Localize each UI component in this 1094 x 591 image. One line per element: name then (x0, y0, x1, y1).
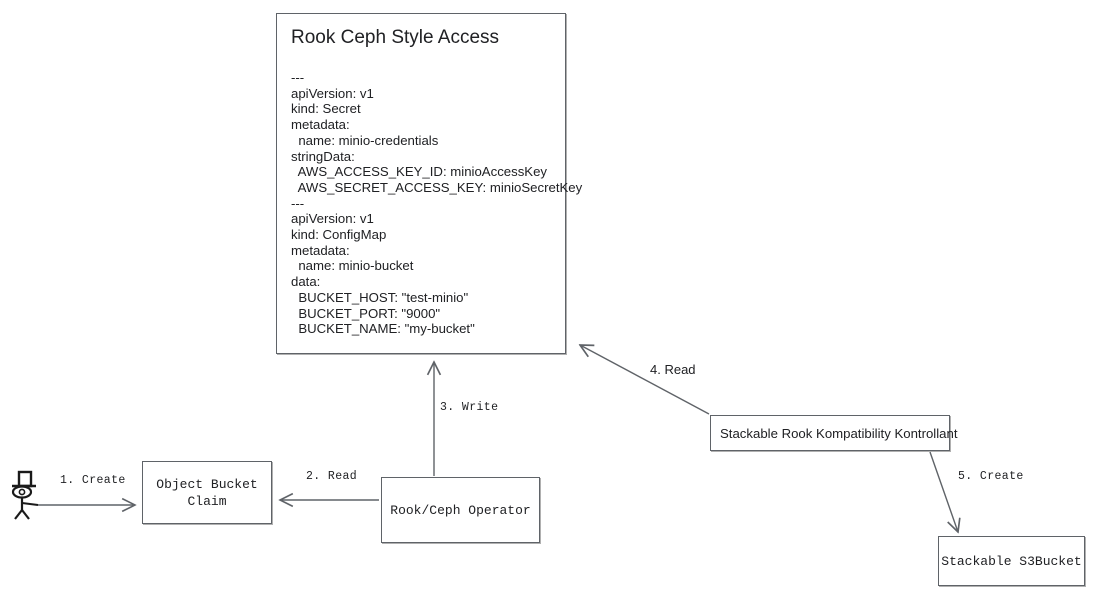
node-rook-ceph-operator[interactable]: Rook/Ceph Operator (381, 477, 540, 543)
node-inner: Stackable Rook Kompatibility Kontrollant (711, 416, 958, 450)
edge-4-read (580, 345, 710, 415)
edge-label-5-create: 5. Create (958, 470, 1024, 483)
node-inner: Stackable S3Bucket (939, 537, 1084, 585)
node-label-srkk: Stackable Rook Kompatibility Kontrollant (720, 425, 958, 441)
stick-figure-with-tophat-icon (11, 470, 39, 520)
edge-label-1-create: 1. Create (60, 474, 126, 487)
edge-5-create (929, 451, 958, 532)
node-inner: Object Bucket Claim (143, 462, 271, 523)
edge-label-2-read: 2. Read (306, 470, 358, 483)
rook-ceph-style-access-card: Rook Ceph Style Access --- apiVersion: v… (276, 13, 583, 354)
node-label-object-bucket-claim: Object Bucket Claim (156, 476, 258, 509)
edge-label-3-write: 3. Write (440, 401, 499, 414)
node-stackable-s3bucket[interactable]: Stackable S3Bucket (938, 536, 1085, 586)
node-label-stackable-s3bucket: Stackable S3Bucket (941, 553, 1082, 569)
card-title: Rook Ceph Style Access (291, 27, 500, 48)
yaml-manifest-text: --- apiVersion: v1 kind: Secret metadata… (291, 70, 583, 337)
node-inner: Rook/Ceph Operator (382, 478, 539, 542)
node-label-rook-ceph-operator: Rook/Ceph Operator (390, 502, 531, 518)
node-object-bucket-claim[interactable]: Object Bucket Claim (142, 461, 272, 524)
node-stackable-rook-kompatibility-kontrollant[interactable]: Stackable Rook Kompatibility Kontrollant (710, 415, 958, 451)
edge-label-4-read: 4. Read (650, 362, 696, 377)
